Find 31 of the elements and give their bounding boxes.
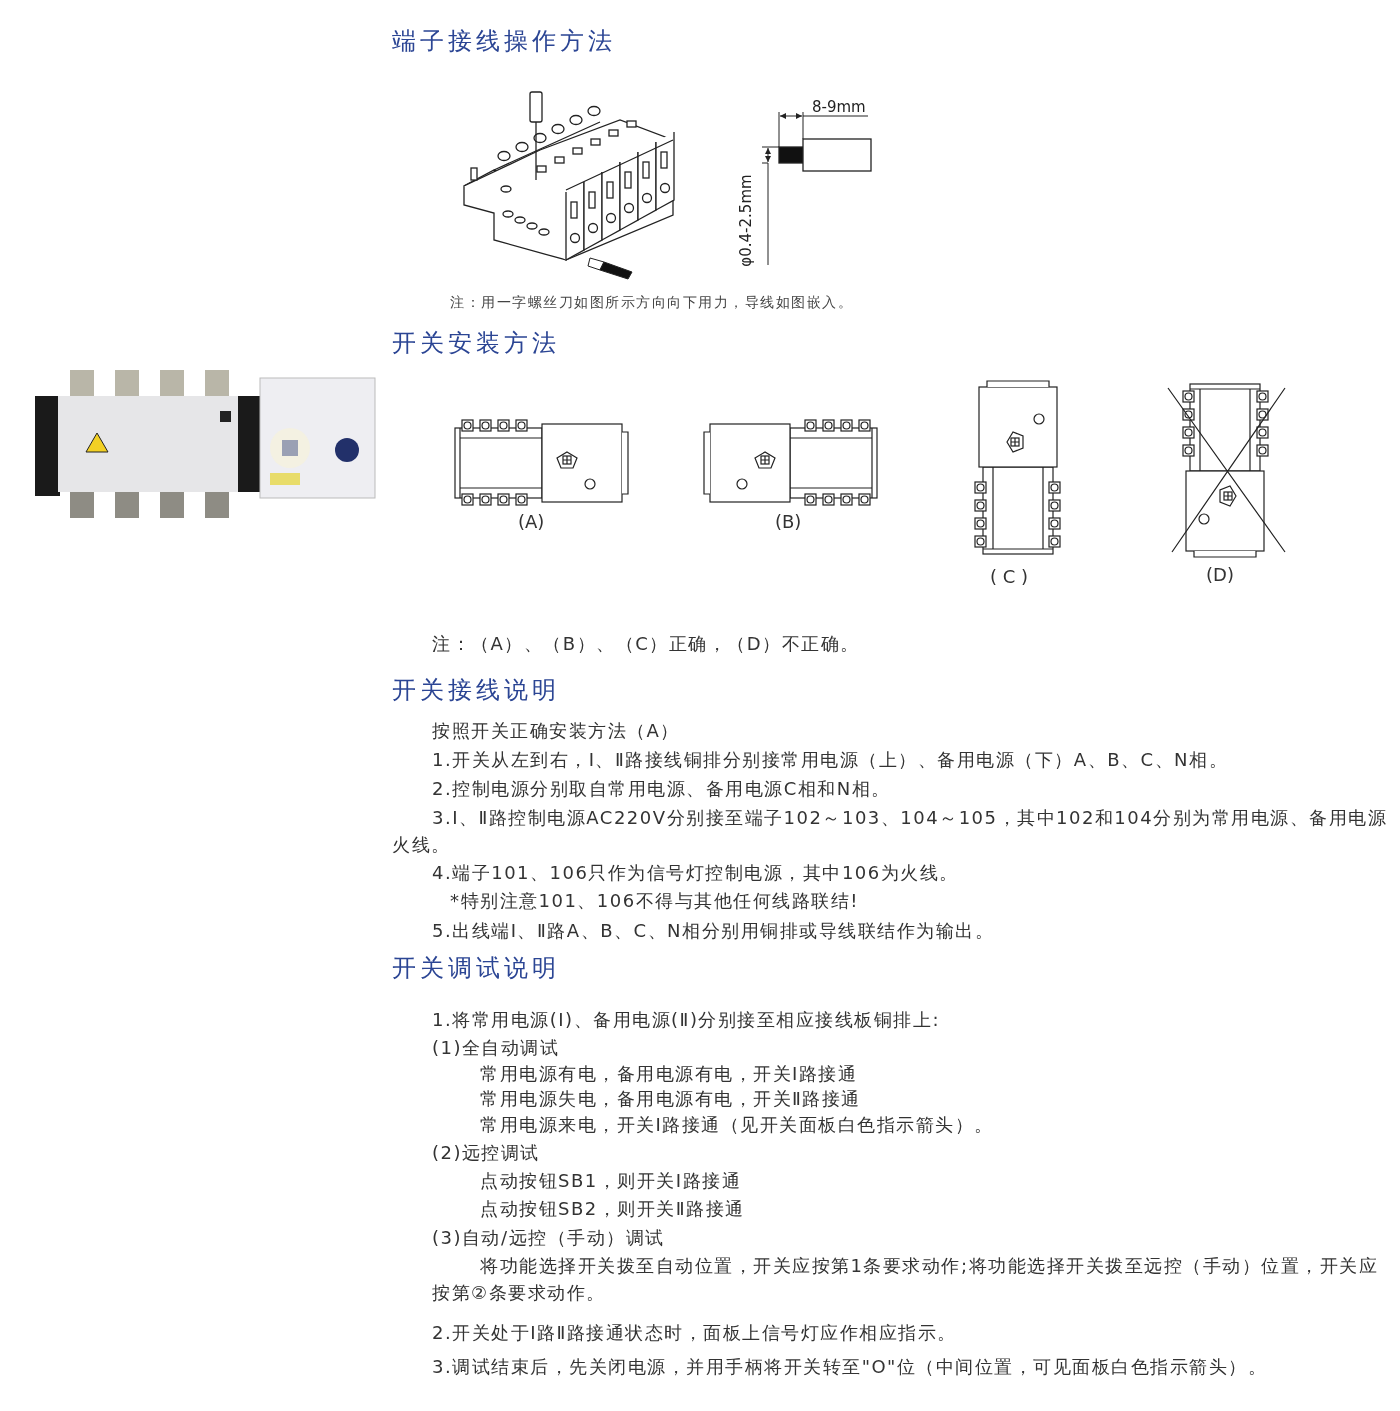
body-text: 3.Ⅰ、Ⅱ路控制电源AC220V分别接至端子102～103、104～105，其中102和104分别为常用电源、备用电源火线。 (392, 806, 1389, 857)
body-text: 将功能选择开关拨至自动位置，开关应按第1条要求动作;将功能选择开关拨至远控（手动）位置，开关应按第②条要求动作。 (432, 1254, 1380, 1305)
section-heading: 开关接线说明 (392, 675, 560, 705)
dimension-label: 8-9mm (812, 97, 866, 118)
body-text: (2)远控调试 (432, 1141, 540, 1165)
body-text: 点动按钮SB2，则开关Ⅱ路接通 (480, 1197, 745, 1221)
body-text: 按照开关正确安装方法（A） (432, 719, 680, 743)
section-heading: 开关调试说明 (392, 953, 560, 983)
body-text: 4.端子101、106只作为信号灯控制电源，其中106为火线。 (432, 861, 959, 885)
note-text: 注：用一字螺丝刀如图所示方向向下用力，导线如图嵌入。 (450, 293, 853, 312)
figure-caption: (A) (518, 510, 545, 534)
body-text: 常用电源来电，开关Ⅰ路接通（见开关面板白色指示箭头）。 (480, 1113, 994, 1137)
dimension-label: φ0.4-2.5mm (735, 174, 756, 267)
body-text: 2.控制电源分别取自常用电源、备用电源C相和N相。 (432, 777, 891, 801)
section-heading: 端子接线操作方法 (392, 26, 616, 56)
figure-caption: (D) (1206, 563, 1234, 587)
section-heading: 开关安装方法 (392, 328, 560, 358)
body-text: 2.开关处于Ⅰ路Ⅱ路接通状态时，面板上信号灯应作相应指示。 (432, 1321, 957, 1345)
body-text: 常用电源有电，备用电源有电，开关Ⅰ路接通 (480, 1062, 858, 1086)
figure-caption: ( C ) (990, 565, 1029, 589)
body-text: 1.将常用电源(Ⅰ)、备用电源(Ⅱ)分别接至相应接线板铜排上: (432, 1008, 940, 1032)
body-text: *特别注意101、106不得与其他任何线路联结! (450, 889, 859, 913)
body-text: 点动按钮SB1，则开关Ⅰ路接通 (480, 1169, 742, 1193)
body-text: (1)全自动调试 (432, 1036, 560, 1060)
body-text: (3)自动/远控（手动）调试 (432, 1226, 665, 1250)
body-text: 1.开关从左到右，Ⅰ、Ⅱ路接线铜排分别接常用电源（上）、备用电源（下）A、B、C、N相。 (432, 748, 1229, 772)
body-text: 3.调试结束后，先关闭电源，并用手柄将开关转至"O"位（中间位置，可见面板白色指示箭头）。 (432, 1355, 1268, 1379)
body-text: 常用电源失电，备用电源有电，开关Ⅱ路接通 (480, 1087, 861, 1111)
note-text: 注：（A）、（B）、（C）正确，（D）不正确。 (432, 632, 860, 656)
body-text: 5.出线端Ⅰ、Ⅱ路A、B、C、N相分别用铜排或导线联结作为输出。 (432, 919, 995, 943)
figure-caption: (B) (775, 510, 802, 534)
